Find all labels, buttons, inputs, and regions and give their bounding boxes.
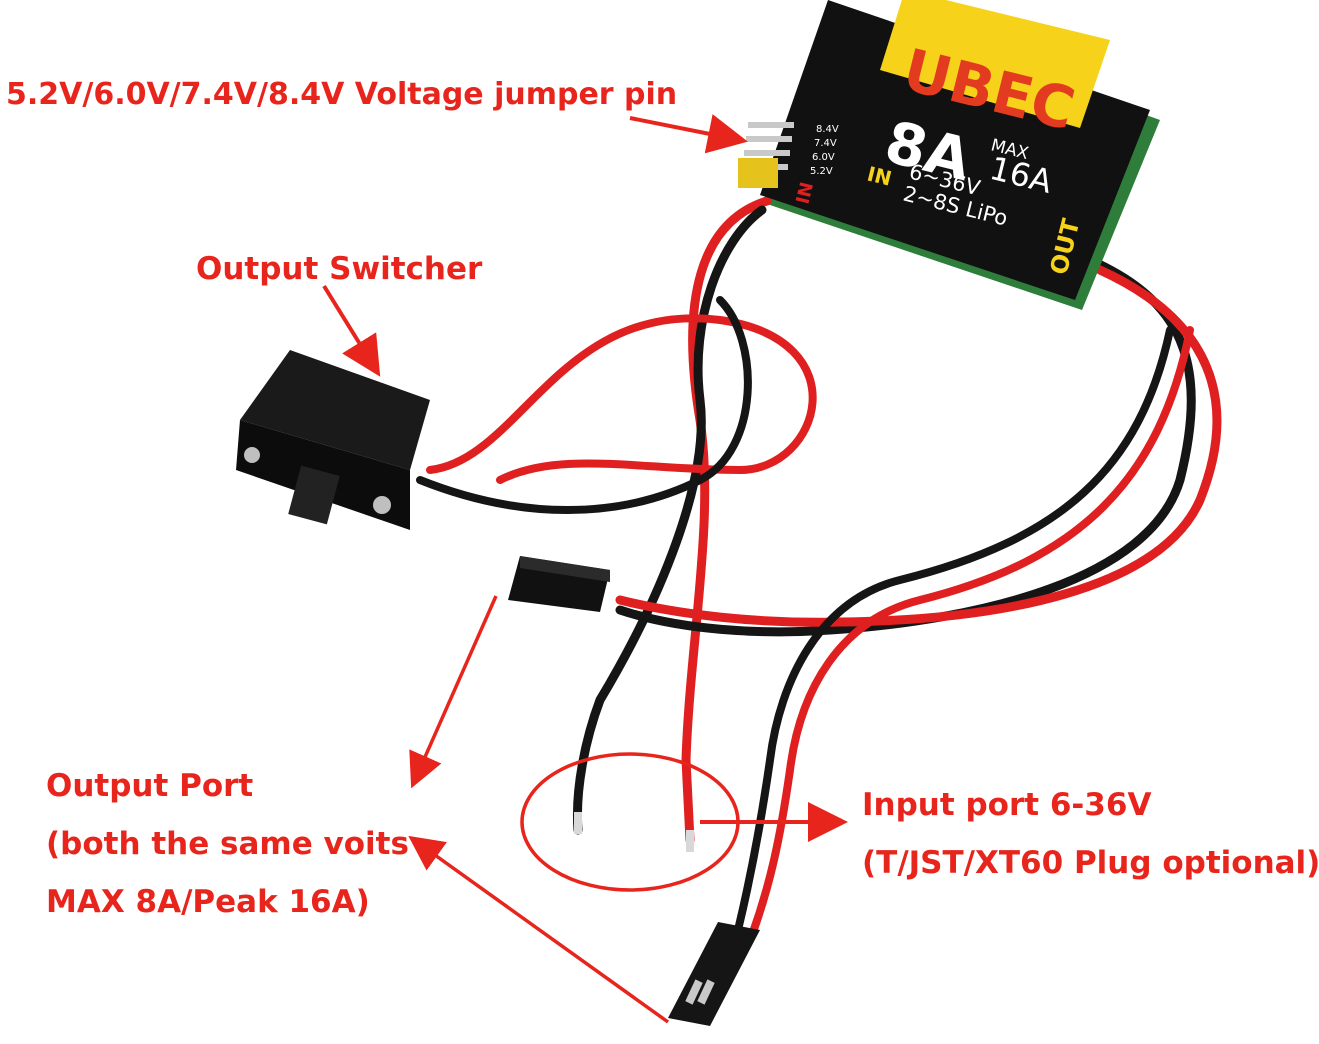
input-port-line-1: Input port 6-36V — [862, 787, 1152, 823]
output-port-line-3: MAX 8A/Peak 16A) — [46, 884, 370, 920]
in-side-label: IN — [792, 180, 818, 206]
in-label: IN — [865, 162, 894, 191]
voltage-52: 5.2V — [810, 166, 833, 177]
output-arrow-bottom — [408, 835, 670, 1024]
switch-screw-left — [244, 447, 260, 463]
input-port-label: Input port 6-36V (T/JST/XT60 Plug option… — [862, 776, 1319, 892]
ubec-module: UBEC 8A MAX 16A IN 6~36V 2~8S LiPo OUT I… — [738, 0, 1160, 310]
output-switch — [236, 350, 430, 530]
brand-badge — [880, 0, 1110, 128]
black-wire-tip — [574, 812, 582, 834]
servo-connector — [668, 922, 760, 1026]
input-red-wire — [681, 195, 775, 845]
output-port-line-2: (both the same voits — [46, 826, 409, 862]
output-switcher-label: Output Switcher — [196, 251, 483, 287]
red-wire-tip — [686, 830, 694, 852]
jumper-pins — [738, 122, 794, 188]
output-port-line-1: Output Port — [46, 768, 254, 804]
switch-slider — [288, 465, 340, 525]
switch-black-wire — [416, 296, 752, 514]
voltage-60: 6.0V — [812, 152, 835, 163]
output-red-wire — [615, 265, 1222, 627]
output-black-wire — [615, 255, 1196, 637]
jumper-cap — [738, 158, 778, 188]
voltage-84: 8.4V — [816, 124, 839, 135]
output-port-label: Output Port (both the same voits MAX 8A/… — [46, 757, 409, 931]
switch-screw-right — [373, 496, 391, 514]
voltage-74: 7.4V — [814, 138, 837, 149]
jumper-pin-label: 5.2V/6.0V/7.4V/8.4V Voltage jumper pin — [6, 77, 678, 112]
servo-red-wire — [748, 326, 1194, 939]
servo-black-wire — [734, 326, 1174, 934]
jumper-arrow — [629, 114, 748, 154]
switch-red-wire — [426, 314, 817, 484]
output-connector — [508, 556, 610, 612]
wires — [416, 195, 1222, 939]
input-port-line-2: (T/JST/XT60 Plug optional) — [862, 845, 1319, 881]
input-black-wire — [573, 205, 767, 835]
switcher-arrow — [322, 284, 381, 377]
output-arrow-top — [409, 595, 498, 789]
